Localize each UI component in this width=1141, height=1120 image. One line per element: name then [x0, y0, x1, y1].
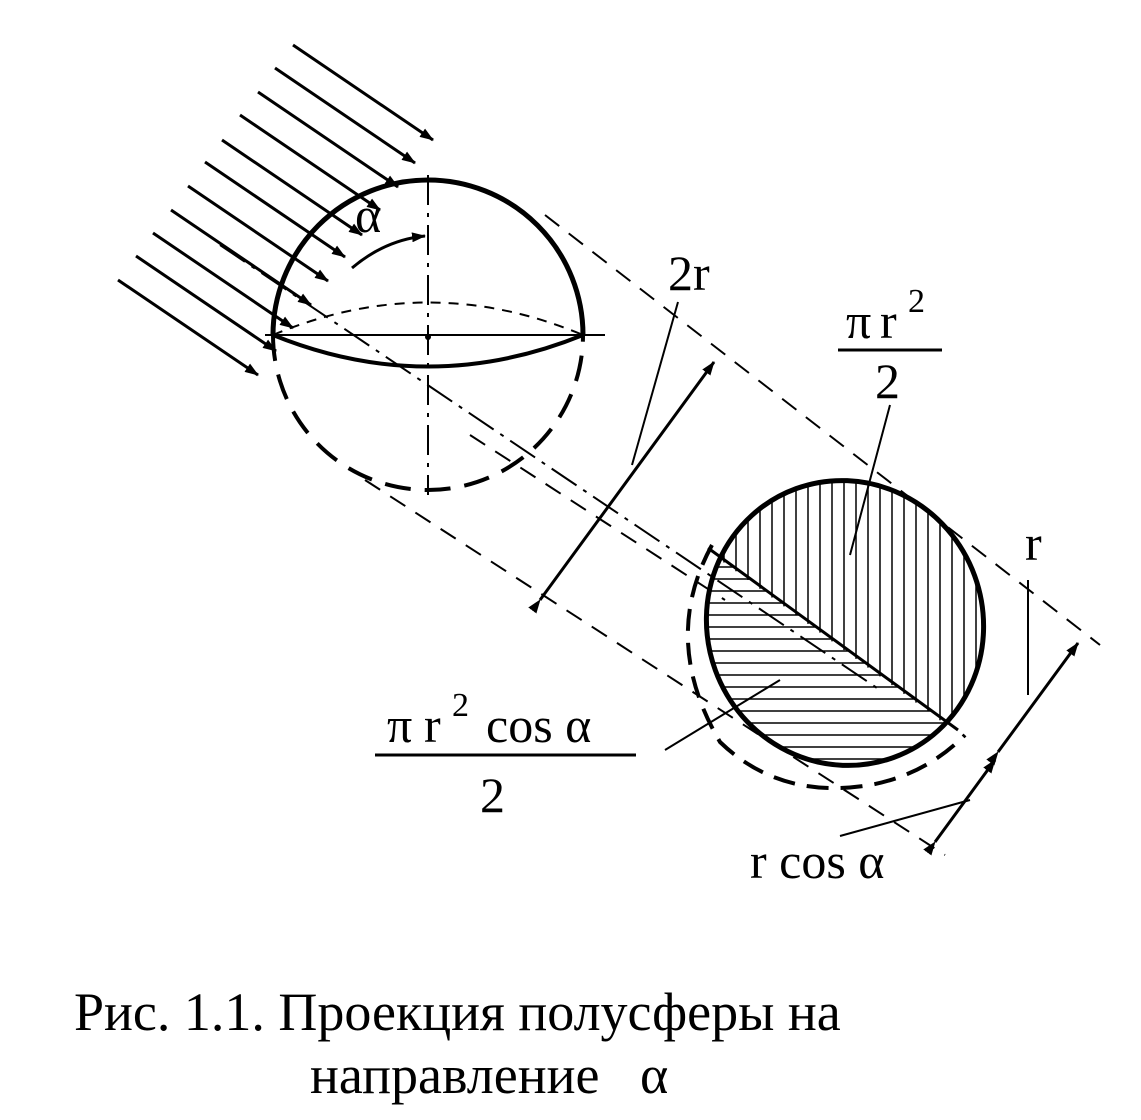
svg-text:2: 2 — [452, 687, 469, 724]
svg-text:2: 2 — [480, 767, 505, 823]
svg-text:2: 2 — [875, 353, 900, 409]
r-cos-alpha-label: r cos α — [750, 833, 885, 889]
incident-arrow — [117, 278, 259, 377]
incident-arrow — [274, 66, 416, 165]
horizontal-hatch — [690, 554, 990, 760]
ellipse-dashed-extension — [685, 544, 967, 791]
rcos-leader — [839, 799, 971, 837]
ellipse-diagonal — [707, 546, 959, 732]
incident-arrow — [187, 184, 329, 283]
caption-line-2: направление α — [310, 1045, 668, 1105]
pi-r2-cos-alpha-over-2-label: π r 2 cos α 2 — [375, 687, 636, 823]
projection-guides — [219, 214, 1101, 856]
svg-text:r: r — [424, 697, 441, 753]
incident-arrow — [135, 254, 277, 353]
two-r-label: 2r — [668, 245, 710, 301]
projection-ellipse — [685, 470, 990, 791]
left-fraction-leader — [664, 679, 781, 751]
vertical-hatch — [699, 470, 989, 756]
incident-arrow — [239, 113, 381, 212]
tangent-line-lower — [364, 479, 946, 856]
incident-arrow — [221, 138, 363, 237]
pi-r2-leader — [849, 404, 891, 556]
r-dimension-arrow — [986, 642, 1080, 766]
incident-arrow — [152, 231, 294, 330]
right-dimensions — [923, 642, 1080, 856]
incident-arrow — [257, 90, 399, 189]
r-label: r — [1025, 515, 1042, 571]
incident-arrow — [292, 43, 434, 142]
svg-text:π: π — [846, 293, 871, 349]
rcos-dimension-arrow — [923, 759, 997, 856]
svg-text:cos α: cos α — [486, 697, 591, 753]
incident-arrow — [170, 208, 312, 307]
center-point — [425, 334, 431, 340]
ellipse-outline — [703, 478, 987, 768]
svg-text:r: r — [880, 293, 897, 349]
tangent-line-mid — [469, 434, 726, 601]
direction-axis — [219, 244, 881, 691]
incident-ray-arrows — [117, 43, 434, 377]
tangent-line-upper — [544, 214, 1101, 646]
hemisphere-base-back — [272, 301, 584, 336]
incident-arrow — [204, 160, 346, 259]
svg-text:π: π — [387, 697, 412, 753]
alpha-arc — [351, 232, 426, 270]
label-leaders — [664, 404, 1029, 837]
alpha-label: α — [355, 187, 381, 243]
pi-r2-over-2-label: π r 2 2 — [838, 283, 942, 409]
caption-line-1: Рис. 1.1. Проекция полусферы на — [74, 982, 841, 1042]
two-r-dimension — [528, 301, 716, 614]
svg-text:2: 2 — [908, 283, 925, 320]
